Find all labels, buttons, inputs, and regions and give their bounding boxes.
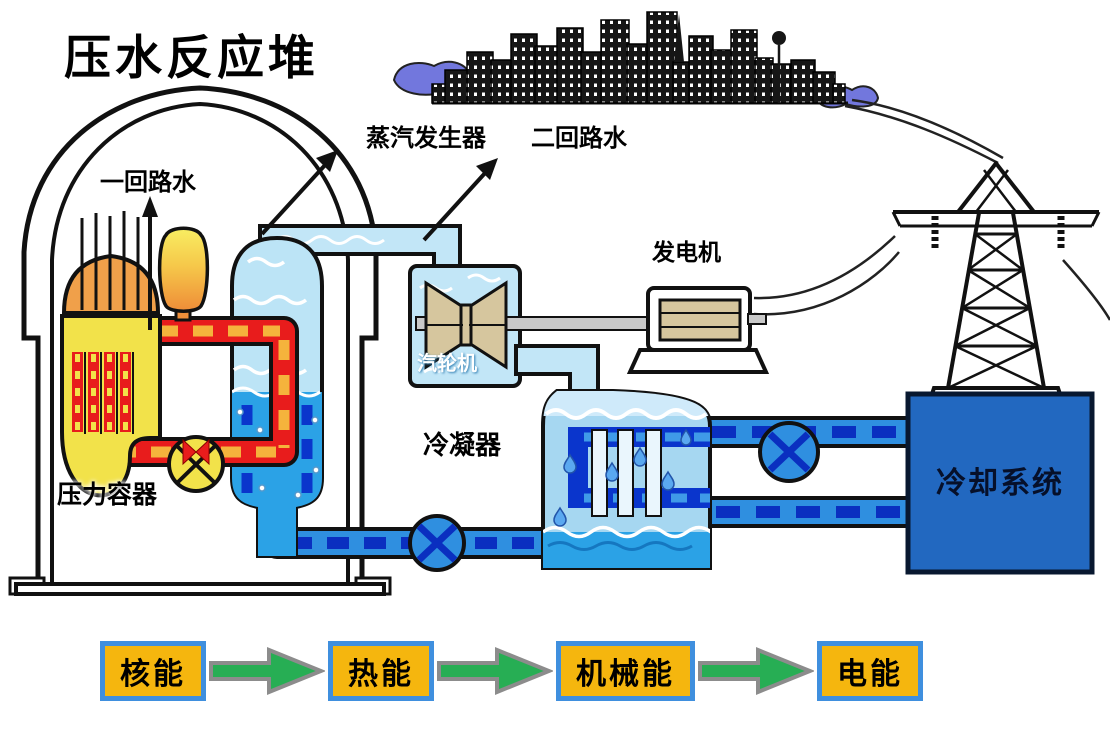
energy-box-thermal: 热能 xyxy=(328,641,434,701)
exhaust-duct xyxy=(514,344,600,394)
fuel-rods xyxy=(72,352,134,434)
label-primary-loop-water: 一回路水 xyxy=(100,169,196,196)
primary-pump xyxy=(167,435,225,493)
energy-flow-row: 核能 热能 机械能 电能 xyxy=(100,640,976,702)
condenser xyxy=(541,389,712,570)
label-steam-generator: 蒸汽发生器 xyxy=(366,125,486,152)
annotation-arrows xyxy=(142,150,498,330)
droplets xyxy=(553,428,692,527)
control-rods xyxy=(80,211,140,310)
flow-arrow-icon xyxy=(209,647,325,695)
label-cooling-system: 冷却系统 xyxy=(936,466,1064,500)
label-generator: 发电机 xyxy=(652,239,721,265)
spire xyxy=(674,14,684,62)
city-skyline xyxy=(392,11,880,109)
tower-ball xyxy=(772,31,786,45)
generator xyxy=(626,286,770,374)
flow-arrow-icon xyxy=(698,647,814,695)
label-turbine: 汽轮机 xyxy=(417,353,477,375)
power-lines xyxy=(753,98,1110,321)
label-condenser: 冷凝器 xyxy=(423,430,502,460)
condensate-pump xyxy=(408,514,466,572)
buildings xyxy=(431,11,846,104)
transmission-tower xyxy=(891,160,1101,402)
cooling-system-box xyxy=(905,391,1095,575)
label-secondary-loop-water: 二回路水 xyxy=(531,125,627,152)
energy-box-nuclear: 核能 xyxy=(100,641,206,701)
page-title: 压水反应堆 xyxy=(64,31,319,84)
containment-building xyxy=(8,85,392,596)
energy-box-electrical: 电能 xyxy=(817,641,923,701)
cooling-pump xyxy=(758,421,820,483)
label-pressure-vessel: 压力容器 xyxy=(57,481,158,509)
energy-box-mechanical: 机械能 xyxy=(556,641,695,701)
primary-circuit xyxy=(60,211,324,558)
pressurizer xyxy=(157,226,210,322)
flow-arrow-icon xyxy=(437,647,553,695)
reactor-pressure-vessel xyxy=(60,211,162,498)
